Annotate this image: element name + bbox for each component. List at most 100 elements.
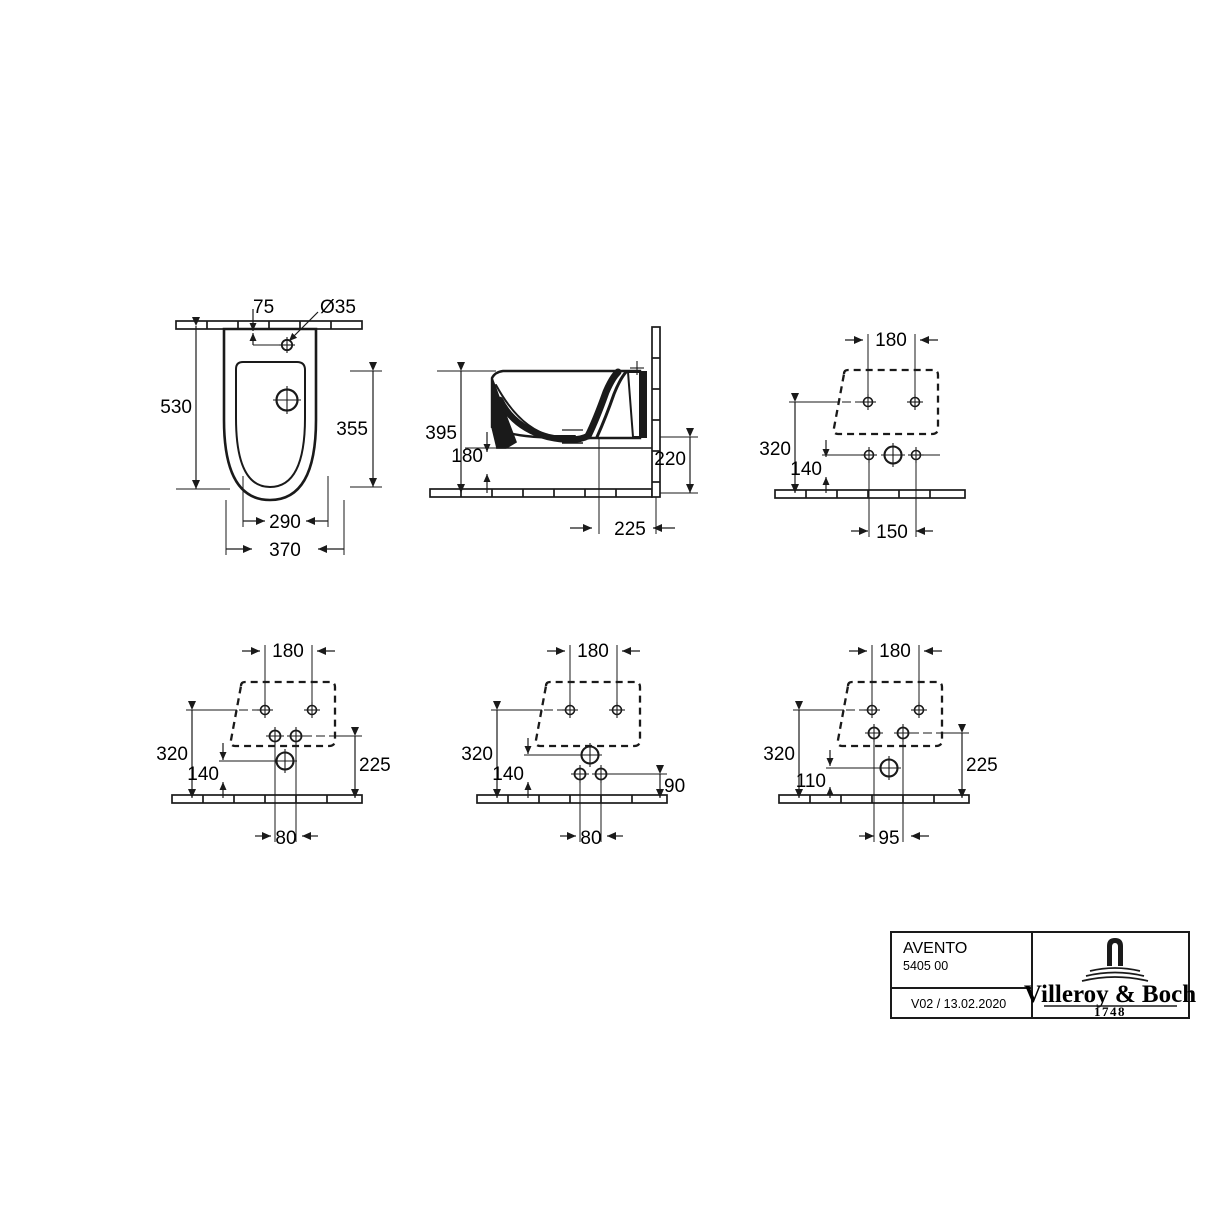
title-block-product-name: AVENTO [903, 940, 967, 957]
outlet-stub [562, 429, 583, 444]
dim-label-290: 290 [269, 512, 301, 533]
bidet-side-rear-gap [626, 371, 641, 438]
dim-label-180-d: 180 [879, 641, 911, 662]
dim-label-110-d: 110 [796, 771, 826, 792]
dimension-395: 395 [425, 362, 496, 493]
waste-hole-a-center [881, 443, 905, 467]
dim-label-530: 530 [160, 397, 192, 418]
dimension-90-c: 90 [644, 765, 685, 798]
dimension-320-a: 320 [759, 393, 840, 493]
supply-hole-d-left [865, 724, 883, 742]
floor-band-b [171, 794, 363, 804]
dim-label-225-side: 225 [614, 519, 646, 540]
brand-name: Villeroy & Boch [1024, 981, 1196, 1008]
dim-label-180-a: 180 [875, 330, 907, 351]
dimension-320-b: 320 [156, 701, 237, 798]
fixing-point-c1 [562, 702, 578, 718]
tap-hole-symbol [279, 337, 295, 353]
dimension-180-a: 180 [845, 330, 938, 398]
supply-hole-b-right [287, 727, 305, 745]
dimension-80-b: 80 [255, 743, 318, 849]
dimension-355: 355 [336, 362, 382, 488]
dimension-225-d: 225 [944, 724, 998, 798]
dim-label-320-b: 320 [156, 744, 188, 765]
dim-label-90-c: 90 [664, 776, 685, 797]
dimension-110-d: 110 [796, 750, 851, 798]
supply-hole-c-left [571, 765, 589, 783]
title-block: AVENTO 5405 00 V02 / 13.02.2020 Villeroy… [890, 931, 1196, 1019]
wall-band-side [651, 326, 661, 498]
dim-label-370: 370 [269, 540, 301, 561]
dim-label-140-a: 140 [790, 459, 822, 480]
dim-label-80-b: 80 [275, 828, 296, 849]
dim-label-180-c: 180 [577, 641, 609, 662]
dim-label-80-c: 80 [580, 828, 601, 849]
floor-band-side [429, 488, 653, 498]
dimension-75: 75 [249, 297, 280, 346]
view-mounting-plan-d: 180 320 110 225 95 [763, 641, 997, 849]
fixing-point-d1 [864, 702, 880, 718]
footprint-outline-b [229, 680, 337, 748]
dimension-180-b: 180 [242, 641, 335, 706]
bidet-side-back-inner [595, 370, 628, 439]
bidet-bowl-rim [235, 361, 306, 489]
dim-label-320-d: 320 [763, 744, 795, 765]
dimension-220: 220 [654, 428, 698, 494]
dim-label-220: 220 [654, 449, 686, 470]
dimension-180-d: 180 [849, 641, 942, 706]
floor-band-a [774, 489, 966, 499]
dim-label-320-c: 320 [461, 744, 493, 765]
view-mounting-plan-c: 180 320 140 90 80 [461, 641, 685, 849]
footprint-outline-a [832, 368, 940, 436]
view-mounting-plan-a: 180 320 140 150 [759, 330, 966, 543]
dim-label-225-d: 225 [966, 755, 998, 776]
dimension-180-c: 180 [547, 641, 640, 706]
bidet-side-rim-sweep [496, 396, 592, 443]
brand-year: 1748 [1094, 1004, 1126, 1019]
dimension-225-side: 225 [570, 437, 675, 540]
dim-label-dia35: Ø35 [320, 297, 356, 318]
dim-label-180-side: 180 [451, 446, 483, 467]
dimension-140-c: 140 [492, 738, 550, 798]
view-side-elevation: 395 180 220 225 [425, 326, 698, 540]
dimension-320-c: 320 [461, 701, 542, 798]
fixing-point-d2 [911, 702, 927, 718]
bidet-side-outline [490, 369, 642, 440]
supply-hole-c-right [592, 765, 610, 783]
dimension-140-b: 140 [187, 743, 245, 798]
dimension-150-a: 150 [851, 461, 933, 543]
dimension-dia35: Ø35 [288, 297, 356, 342]
floor-band-c [476, 794, 668, 804]
dim-label-355: 355 [336, 419, 368, 440]
dimension-530: 530 [160, 317, 230, 490]
dimension-320-d: 320 [763, 701, 844, 798]
dim-label-225-b: 225 [359, 755, 391, 776]
dimension-80-c: 80 [560, 781, 623, 849]
dim-label-75: 75 [253, 297, 274, 318]
title-block-article-number: 5405 00 [903, 959, 948, 973]
dimension-95-d: 95 [859, 740, 929, 849]
view-mounting-plan-b: 180 320 140 225 80 [156, 641, 390, 849]
dimension-140-a: 140 [790, 440, 848, 493]
waste-hole-b [273, 749, 297, 773]
footprint-outline-c [534, 680, 642, 748]
fixing-point-b2 [304, 702, 320, 718]
supply-hole-a-left [861, 447, 877, 463]
dim-label-95-d: 95 [878, 828, 899, 849]
supply-hole-a-right [908, 447, 924, 463]
supply-hole-b-left [266, 727, 284, 745]
bidet-side-back-sweep [584, 368, 622, 440]
dim-label-140-b: 140 [187, 764, 219, 785]
title-block-revision: V02 / 13.02.2020 [911, 997, 1006, 1011]
waste-hole-symbol [273, 386, 301, 414]
dimension-180-side: 180 [451, 432, 500, 493]
anchor-marker-side [630, 361, 644, 375]
brand-logo-mark [1081, 938, 1149, 982]
dim-label-320-a: 320 [759, 439, 791, 460]
dim-label-140-c: 140 [492, 764, 524, 785]
dim-label-180-b: 180 [272, 641, 304, 662]
dim-label-395: 395 [425, 423, 457, 444]
bidet-side-bowl-inner [495, 384, 576, 437]
